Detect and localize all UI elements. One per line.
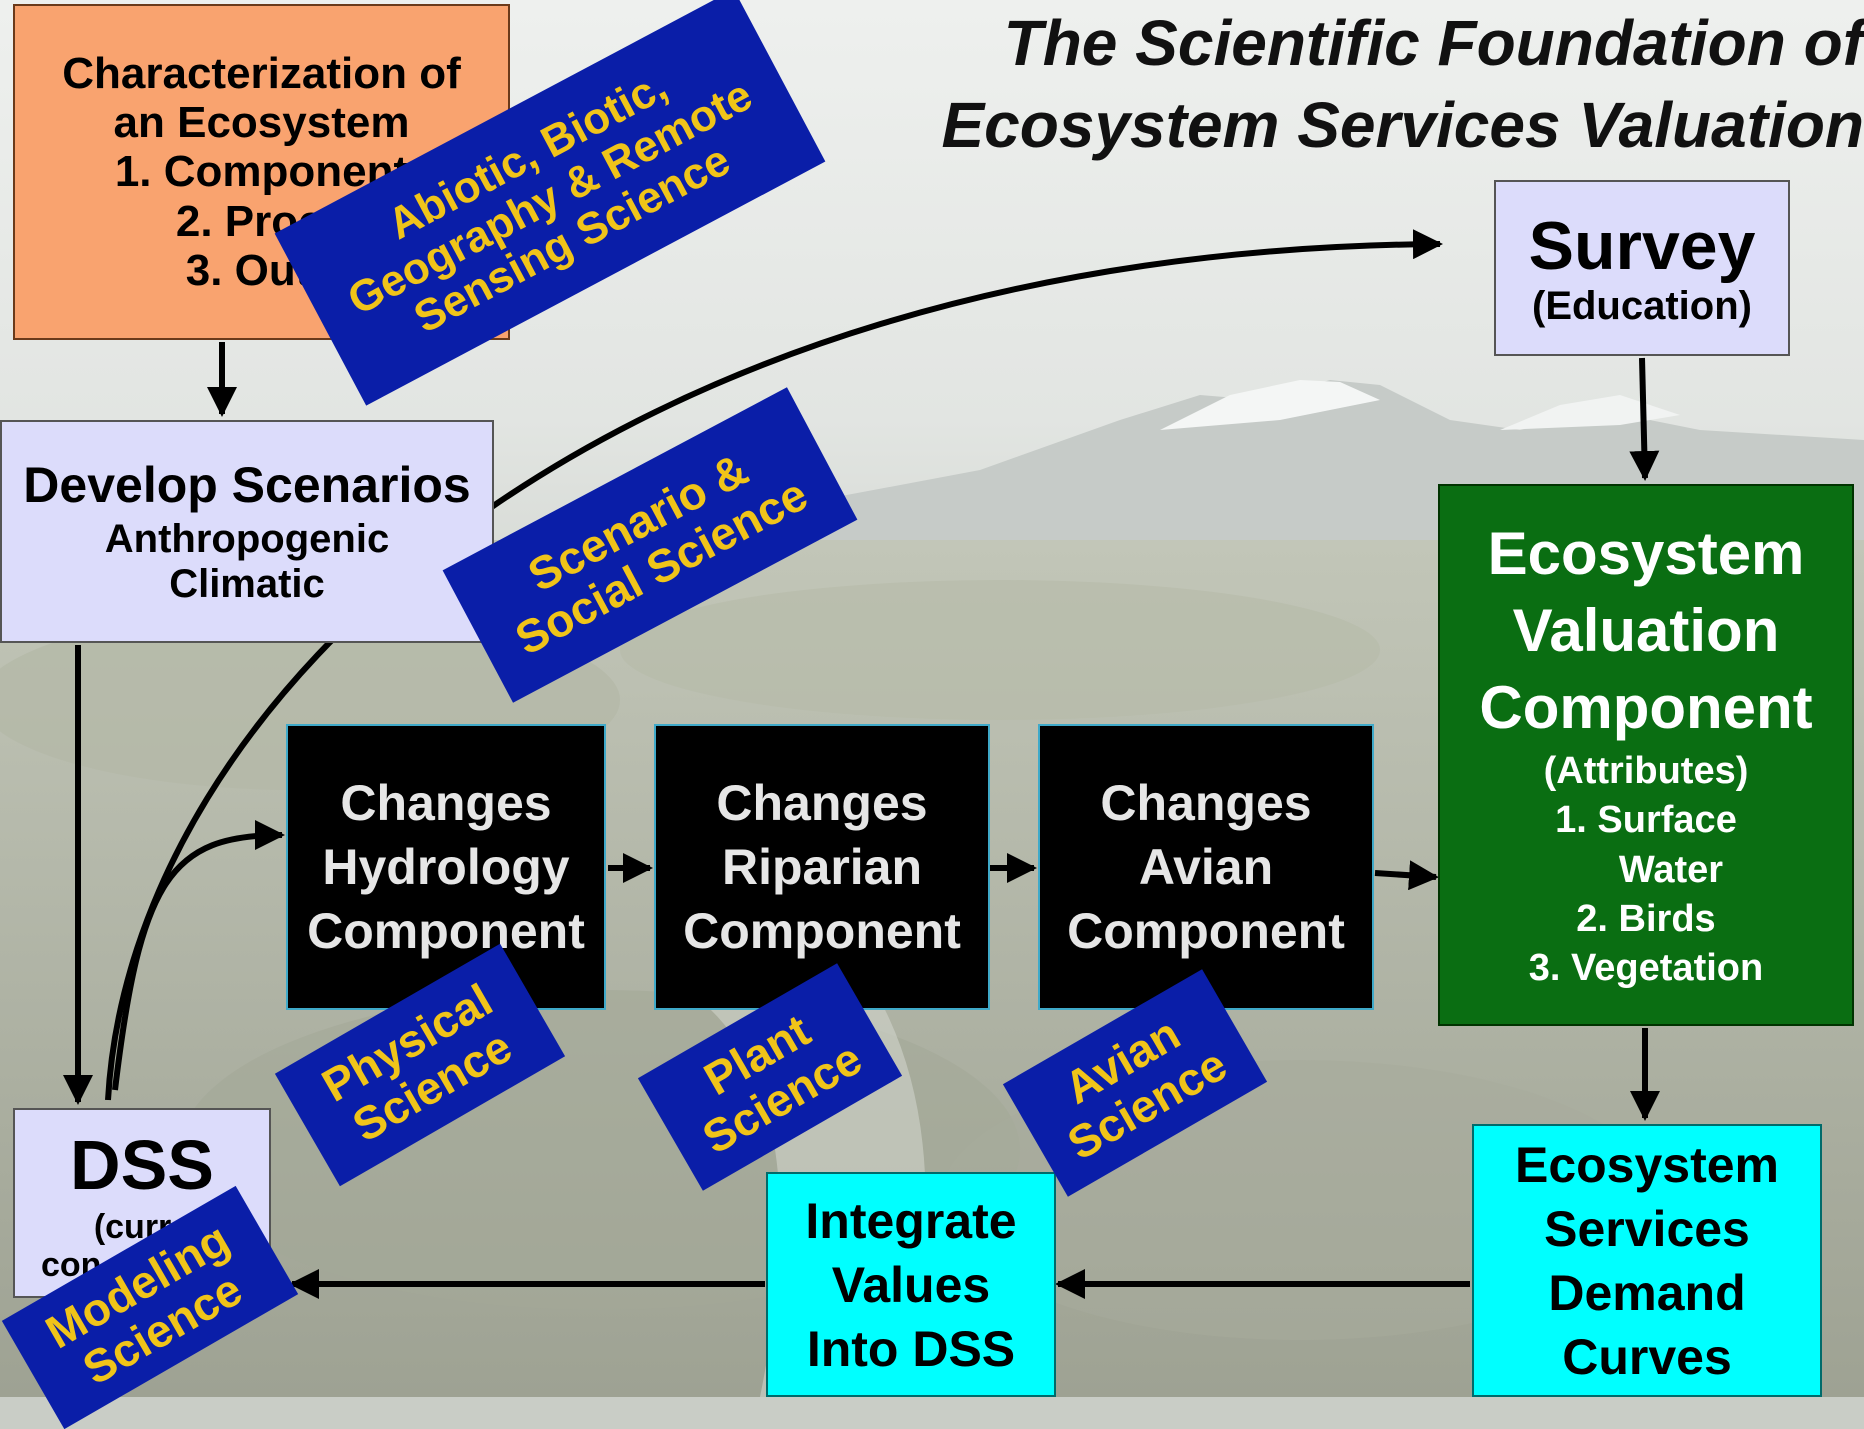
- integrate-values-box: Integrate Values Into DSS: [766, 1172, 1056, 1397]
- title-line-1: The Scientific Foundation of: [1003, 7, 1864, 79]
- develop-scenarios-line-2: Climatic: [169, 561, 325, 606]
- hydrology-line-2: Hydrology: [322, 839, 570, 895]
- integrate-line-1: Integrate: [805, 1192, 1017, 1249]
- riparian-line-3: Component: [683, 903, 961, 959]
- avian-line-3: Component: [1067, 903, 1345, 959]
- demand-curves-box: Ecosystem Services Demand Curves: [1472, 1124, 1822, 1397]
- valuation-item-3: 3. Vegetation: [1528, 947, 1764, 990]
- characterization-line-1: Characterization of: [62, 48, 461, 98]
- survey-subtitle: (Education): [1532, 283, 1752, 328]
- valuation-component-box: Ecosystem Valuation Component (Attribute…: [1438, 484, 1854, 1026]
- hydrology-component-box: Changes Hydrology Component: [286, 724, 606, 1010]
- valuation-item-2: 2. Birds: [1576, 897, 1716, 940]
- develop-scenarios-title: Develop Scenarios: [23, 456, 471, 513]
- demand-line-1: Ecosystem: [1514, 1136, 1780, 1193]
- develop-scenarios-box: Develop Scenarios Anthropogenic Climatic: [0, 420, 494, 643]
- avian-line-2: Avian: [1138, 839, 1274, 895]
- survey-box: Survey (Education): [1494, 180, 1790, 356]
- valuation-line-3: Component: [1479, 673, 1813, 741]
- page-title: The Scientific Foundation of Ecosystem S…: [864, 2, 1864, 166]
- valuation-line-4: (Attributes): [1543, 749, 1749, 792]
- demand-line-4: Curves: [1562, 1328, 1732, 1385]
- integrate-line-2: Values: [831, 1256, 991, 1313]
- title-line-2: Ecosystem Services Valuation: [941, 89, 1864, 161]
- valuation-line-2: Valuation: [1512, 597, 1780, 665]
- dss-title: DSS: [70, 1126, 214, 1204]
- arrow-dss-to-hydrology: [112, 820, 285, 1091]
- characterization-line-2: an Ecosystem: [113, 98, 410, 148]
- valuation-item-1b: Water: [1618, 848, 1724, 891]
- hydrology-line-1: Changes: [340, 775, 552, 831]
- survey-title: Survey: [1528, 207, 1756, 284]
- avian-component-box: Changes Avian Component: [1038, 724, 1374, 1010]
- avian-line-1: Changes: [1100, 775, 1312, 831]
- demand-line-2: Services: [1544, 1200, 1750, 1257]
- valuation-line-1: Ecosystem: [1487, 520, 1805, 588]
- develop-scenarios-line-1: Anthropogenic: [104, 516, 390, 561]
- riparian-component-box: Changes Riparian Component: [654, 724, 990, 1010]
- valuation-item-1: 1. Surface: [1555, 799, 1737, 842]
- integrate-line-3: Into DSS: [806, 1320, 1016, 1377]
- riparian-line-2: Riparian: [721, 839, 923, 895]
- arrow-avian-to-valuation: [1374, 860, 1439, 891]
- riparian-line-1: Changes: [716, 775, 928, 831]
- arrow-survey-to-valuation: [1629, 357, 1660, 481]
- demand-line-3: Demand: [1548, 1264, 1746, 1321]
- hydrology-line-3: Component: [307, 903, 585, 959]
